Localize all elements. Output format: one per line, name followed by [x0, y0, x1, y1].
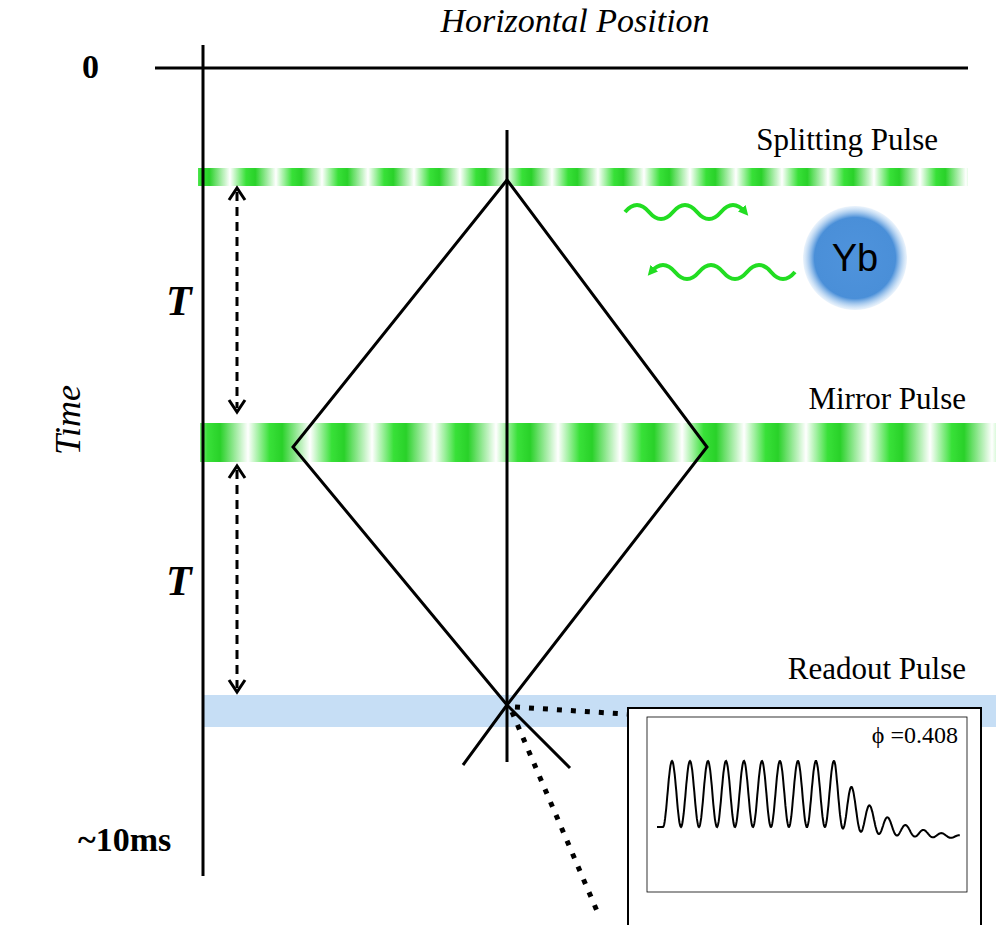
time-axis — [202, 45, 205, 876]
pulse-band: Mirror Pulse — [200, 423, 996, 462]
atom-trajectories — [293, 130, 707, 768]
atom-circle: Yb — [803, 206, 907, 310]
signal-inset: ϕ =0.408 — [627, 707, 982, 925]
axis-title: Horizontal Position — [440, 4, 709, 38]
interval-label: T — [166, 280, 192, 322]
pulse-label: Splitting Pulse — [754, 124, 940, 155]
atom-label: Yb — [832, 237, 878, 280]
pulse-band: Splitting Pulse — [198, 168, 968, 186]
photon-wave — [625, 205, 795, 279]
splitting-band — [198, 168, 968, 186]
interval-arrow — [236, 192, 239, 688]
interval-label: T — [166, 560, 192, 602]
pulse-label: Readout Pulse — [786, 653, 968, 684]
arrowhead — [229, 188, 245, 692]
mirror-band — [200, 423, 996, 462]
origin-label: 0 — [82, 50, 99, 84]
phase-value: ϕ =0.408 — [872, 723, 958, 747]
axis-title: Time — [50, 385, 86, 455]
position-axis — [155, 67, 968, 70]
duration-label: ~10ms — [78, 823, 171, 857]
pulse-label: Mirror Pulse — [806, 383, 968, 414]
